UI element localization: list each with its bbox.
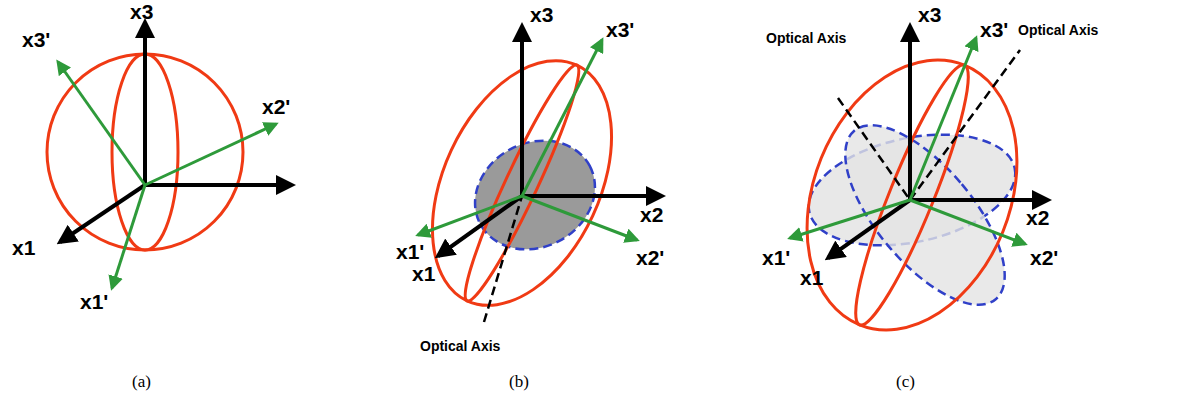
axis-label: x2 [640, 203, 663, 227]
axis-label: x1' [762, 246, 790, 270]
axis-label: x3' [980, 18, 1008, 42]
axis-label: x3 [918, 3, 941, 27]
optical-axis-label: Optical Axis [766, 30, 846, 46]
optical-axis-label: Optical Axis [420, 338, 500, 354]
axis-label: x1 [412, 262, 435, 286]
axis-label: x3' [606, 18, 634, 42]
optical-axis-label: Optical Axis [1018, 22, 1098, 38]
axis-label: x3 [130, 0, 153, 24]
panel-c [769, 26, 1056, 362]
axis-label: x2' [636, 246, 664, 270]
axis-label: x1' [396, 240, 424, 264]
axis-label: x1' [80, 290, 108, 314]
axis-label: x1 [12, 236, 35, 260]
panel-caption: (c) [896, 372, 915, 392]
panel-caption: (a) [132, 372, 151, 392]
panel-caption: (b) [509, 372, 529, 392]
axis-label: x2' [1030, 246, 1058, 270]
panel-a [47, 22, 292, 288]
axis-label: x2' [262, 95, 290, 119]
axis-label: x1 [800, 266, 823, 290]
axis-label: x2 [1026, 206, 1049, 230]
axis-label: x3' [22, 28, 50, 52]
panel-b [396, 26, 662, 334]
axis-label: x3 [530, 3, 553, 27]
